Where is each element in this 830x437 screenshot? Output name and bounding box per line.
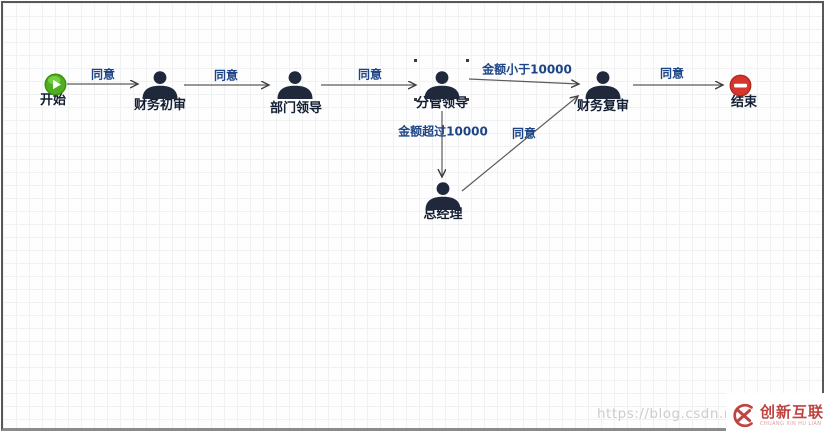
flow-node-end[interactable] (729, 74, 752, 97)
node-label-n4: 财务复审 (576, 99, 630, 114)
user-icon (277, 70, 313, 99)
node-label-end: 结束 (730, 95, 758, 110)
edge-label-n4-end[interactable]: 同意 (659, 66, 685, 81)
edge-label-n3-n5[interactable]: 金额超过10000 (398, 124, 488, 139)
edge-label-start-n1[interactable]: 同意 (90, 67, 116, 82)
user-icon (424, 70, 460, 99)
user-icon (585, 70, 621, 99)
selection-handle-2[interactable] (414, 98, 417, 101)
edge-label-n2-n3[interactable]: 同意 (357, 67, 383, 82)
logo-name: 创新互联 (760, 402, 825, 421)
flow-node-n4[interactable] (582, 70, 624, 100)
start-event-icon (43, 72, 67, 96)
selection-handle-0[interactable] (414, 59, 417, 62)
user-icon (425, 181, 461, 210)
selection-handle-1[interactable] (466, 59, 469, 62)
flow-node-n2[interactable] (274, 70, 316, 100)
node-label-n2: 部门领导 (269, 101, 323, 116)
selection-handle-3[interactable] (466, 98, 469, 101)
edge-label-n3-n4[interactable]: 金额小于10000 (482, 62, 572, 77)
flow-canvas[interactable] (1, 1, 824, 431)
edge-label-n1-n2[interactable]: 同意 (213, 68, 239, 83)
watermark-logo: 创新互联 CHUANG XIN HU LIAN (726, 393, 830, 437)
flow-node-n3[interactable] (421, 70, 463, 100)
watermark-url-text: https://blog.csdn.n (597, 406, 733, 422)
flow-node-start[interactable] (43, 72, 67, 96)
end-event-icon (729, 74, 751, 96)
node-label-n5: 总经理 (423, 207, 463, 222)
edge-label-n5-n4[interactable]: 同意 (511, 126, 537, 141)
node-label-start: 开始 (39, 93, 67, 108)
chuangxin-logo-icon (733, 403, 753, 427)
flow-node-n5[interactable] (422, 181, 464, 211)
node-label-n3: 分管领导 (415, 96, 469, 111)
logo-subtext: CHUANG XIN HU LIAN (760, 420, 822, 427)
user-icon (142, 70, 178, 99)
flow-node-n1[interactable] (139, 70, 181, 100)
node-label-n1: 财务初审 (133, 98, 187, 113)
